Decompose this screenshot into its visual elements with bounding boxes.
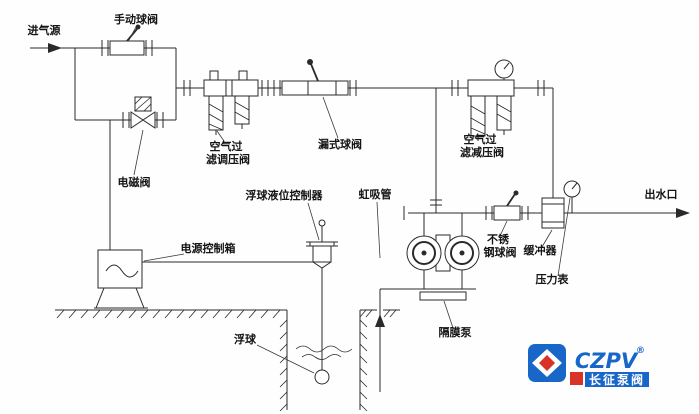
label-buffer: 缓冲器 bbox=[524, 243, 558, 257]
logo-company-name: 长征泵阀 bbox=[589, 372, 645, 387]
label-leader-lines bbox=[128, 26, 571, 374]
label-water-outlet: 出水口 bbox=[645, 187, 678, 201]
label-stainless-ball-valve-1: 不锈 bbox=[487, 232, 510, 246]
logo-red-square-icon bbox=[570, 372, 583, 385]
siphon-up-arrow-icon bbox=[375, 314, 385, 327]
label-float-level-controller: 浮球液位控制器 bbox=[246, 188, 324, 202]
label-diaphragm-pump: 隔膜泵 bbox=[439, 325, 472, 339]
flange-ticks bbox=[101, 40, 545, 220]
label-air-filter-reducer-2: 滤减压阀 bbox=[460, 145, 504, 159]
label-air-filter-reducer-1: 空气过 bbox=[464, 132, 497, 146]
stainless-ball-valve-symbol bbox=[493, 190, 521, 221]
label-power-control-box: 电源控制箱 bbox=[181, 241, 236, 255]
air-filter-regulator-symbol bbox=[203, 70, 259, 135]
outlet-arrow-icon bbox=[676, 208, 690, 218]
power-control-box-symbol bbox=[94, 249, 148, 309]
diaphragm-pump-symbol bbox=[406, 234, 480, 301]
registered-mark: ® bbox=[636, 346, 645, 356]
solenoid-valve-symbol bbox=[130, 96, 156, 129]
label-leak-ball-valve: 漏式球阀 bbox=[318, 137, 362, 151]
inlet-arrow-icon bbox=[48, 43, 62, 53]
label-manual-ball-valve: 手动球阀 bbox=[114, 12, 158, 26]
label-solenoid-valve: 电磁阀 bbox=[118, 175, 151, 189]
piping-network bbox=[30, 40, 678, 392]
ground-hatching bbox=[56, 309, 397, 412]
logo-inner-diamond-icon bbox=[539, 355, 555, 371]
diagram-labels: 进气源 手动球阀 电磁阀 空气过 滤调压阀 漏式球阀 空气过 滤减压阀 电源控制… bbox=[28, 12, 678, 346]
label-air-filter-regulator-2: 滤调压阀 bbox=[206, 152, 250, 166]
label-air-filter-regulator-1: 空气过 bbox=[210, 139, 243, 153]
sine-wave-icon bbox=[105, 264, 139, 278]
label-stainless-ball-valve-2: 钢球阀 bbox=[484, 245, 517, 259]
label-pressure-gauge: 压力表 bbox=[536, 272, 570, 286]
air-filter-reducer-symbol bbox=[467, 59, 515, 141]
water-surface bbox=[295, 345, 353, 360]
label-siphon-tube: 虹吸管 bbox=[359, 187, 392, 201]
ground-and-tank bbox=[55, 309, 400, 412]
logo-brand-text: CZPV bbox=[575, 349, 639, 373]
flow-arrows bbox=[48, 43, 690, 327]
float-level-controller-symbol bbox=[306, 219, 338, 269]
manual-ball-valve-symbol bbox=[109, 24, 145, 56]
label-air-source: 进气源 bbox=[28, 23, 61, 37]
buffer-symbol bbox=[541, 197, 565, 229]
float-ball-symbol bbox=[314, 369, 330, 385]
brand-logo: CZPV ® 长征泵阀 bbox=[528, 344, 649, 387]
pressure-gauge-symbol bbox=[563, 180, 581, 213]
label-float-ball: 浮球 bbox=[234, 332, 257, 346]
logo-banner bbox=[585, 372, 649, 387]
leak-ball-valve-symbol bbox=[281, 59, 349, 96]
